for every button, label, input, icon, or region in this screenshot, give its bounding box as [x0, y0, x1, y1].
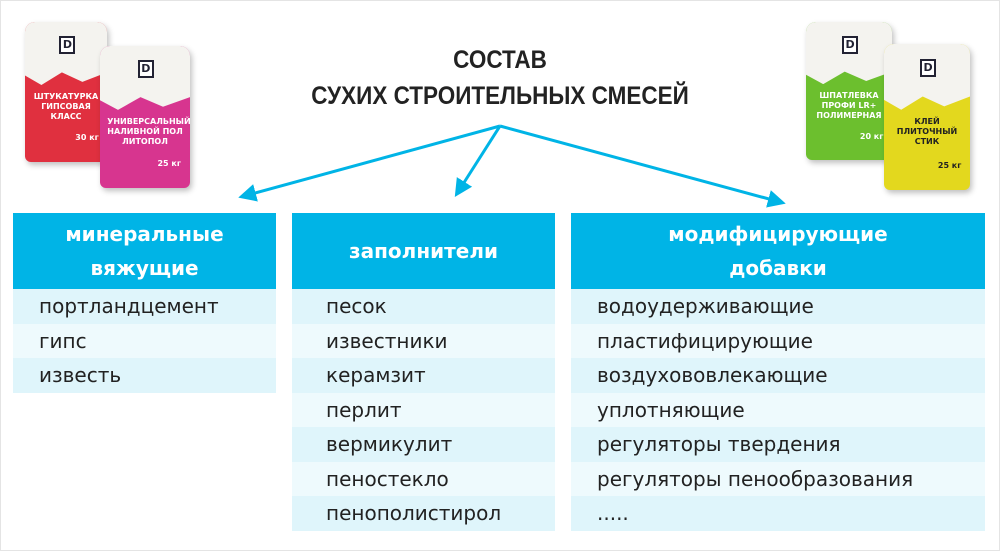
column-header: заполнители: [292, 213, 555, 289]
brand-logo-icon: D: [137, 60, 154, 79]
arrow-to-fillers: [454, 125, 502, 198]
column-header: модифицирующие добавки: [571, 213, 985, 289]
list-item: керамзит: [292, 358, 555, 393]
list-item: известники: [292, 323, 555, 358]
list-item: вермикулит: [292, 427, 555, 462]
product-bag-putty: D ШПАТЛЕВКА ПРОФИ LR+ ПОЛИМЕРНАЯ 20 кг: [806, 22, 892, 160]
list-item: пластифицирующие: [571, 323, 985, 358]
list-item: .....: [571, 496, 985, 531]
list-item: регуляторы твердения: [571, 427, 985, 462]
arrow-to-binders: [238, 124, 501, 202]
list-item: водоудерживающие: [571, 289, 985, 324]
page-title: СОСТАВ СУХИХ СТРОИТЕЛЬНЫХ СМЕСЕЙ: [311, 46, 689, 110]
product-bag-tile-adhesive: D КЛЕЙ ПЛИТОЧНЫЙ СТИК 25 кг: [884, 44, 970, 190]
list-item: портландцемент: [13, 289, 276, 324]
brand-logo-icon: D: [842, 35, 859, 54]
list-item: регуляторы пенообразования: [571, 461, 985, 496]
brand-logo-icon: D: [59, 36, 76, 54]
list-item: песок: [292, 289, 555, 324]
list-item: пенополистирол: [292, 496, 555, 531]
list-item: воздухововлекающие: [571, 358, 985, 393]
list-item: пеностекло: [292, 461, 555, 496]
product-bag-plaster: D ШТУКАТУРКА ГИПСОВАЯ КЛАСС 30 кг: [25, 22, 107, 162]
list-item: перлит: [292, 392, 555, 427]
column-header: минеральные вяжущие: [13, 213, 276, 289]
list-item: уплотняющие: [571, 392, 985, 427]
list-item: известь: [13, 358, 276, 393]
arrow-to-additives: [499, 124, 786, 208]
brand-logo-icon: D: [920, 58, 937, 77]
product-bag-floor: D УНИВЕРСАЛЬНЫЙ НАЛИВНОЙ ПОЛ ЛИТОПОЛ 25 …: [100, 46, 190, 188]
list-item: гипс: [13, 323, 276, 358]
